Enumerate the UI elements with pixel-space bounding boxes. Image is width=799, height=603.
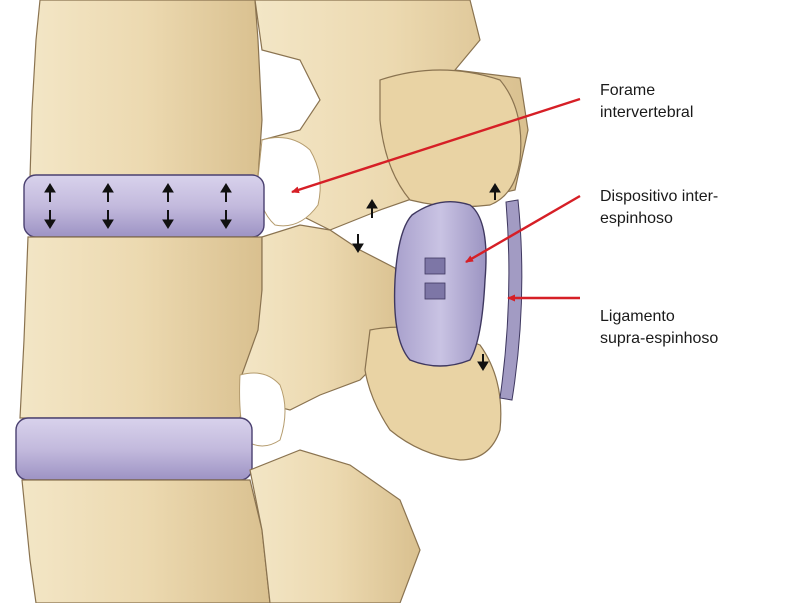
label-ligamento-supraespinhoso: Ligamento supra-espinhoso <box>600 308 719 347</box>
lower-posterior-elements <box>249 449 421 603</box>
up-arrow-icon <box>489 183 501 200</box>
upper-intervertebral-disc <box>23 174 265 238</box>
down-arrow-icon <box>477 354 489 371</box>
lower-intervertebral-disc <box>15 417 253 481</box>
forame-pointer-arrow <box>291 97 581 194</box>
intervertebral-foramen <box>257 137 321 227</box>
device-window-lower <box>424 282 446 300</box>
middle-vertebral-body <box>19 236 263 419</box>
upper-spinous-process <box>379 69 522 208</box>
double-headed-vertical-arrow-icon <box>162 183 174 229</box>
double-headed-vertical-arrow-icon <box>44 183 56 229</box>
double-headed-vertical-arrow-icon <box>220 183 232 229</box>
down-arrow-icon <box>352 234 364 253</box>
supraspinous-ligament <box>499 199 523 401</box>
lower-vertebral-body <box>21 479 271 603</box>
middle-posterior-elements <box>239 224 406 411</box>
device-window-upper <box>424 257 446 275</box>
interspinous-device <box>393 201 487 367</box>
label-forame-intervertebral: Forame intervertebral <box>600 82 694 121</box>
disc-arrows <box>44 183 232 229</box>
label-dispositivo-interespinhoso: Dispositivo inter- espinhoso <box>600 188 719 227</box>
double-headed-vertical-arrow-icon <box>102 183 114 229</box>
small-black-arrows <box>352 183 501 371</box>
upper-vertebral-body <box>29 0 263 179</box>
up-arrow-icon <box>366 199 378 218</box>
dispositivo-pointer-arrow <box>465 194 581 264</box>
